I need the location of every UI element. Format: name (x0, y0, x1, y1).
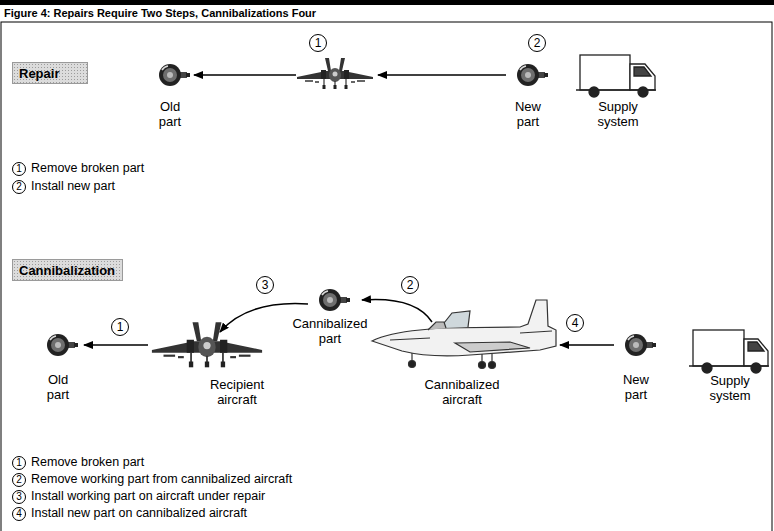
callout-number: 2 (12, 180, 26, 194)
arrow (560, 344, 614, 346)
part-caption: Cannibalized aircraft (420, 377, 504, 407)
drawing-part (159, 64, 190, 86)
callout-number: 1 (111, 318, 129, 336)
drawing-part (625, 334, 656, 356)
drawing-part (297, 58, 373, 89)
arrow (194, 74, 296, 76)
drawing-part (428, 322, 446, 330)
drawing-part (702, 363, 712, 373)
part-icon (47, 334, 78, 356)
drawing-part (693, 330, 744, 366)
frame (1, 22, 772, 531)
drawing-part (390, 338, 430, 340)
section-label: Cannibalization (12, 259, 123, 281)
aircraft-front (152, 322, 262, 367)
truck (689, 330, 769, 373)
section-label-text: Cannibalization (19, 263, 115, 278)
drawing-part (47, 334, 78, 356)
aircraft-front (297, 58, 373, 89)
drawing-part (630, 64, 655, 90)
part-icon (517, 64, 548, 86)
step-text: Remove working part from cannibalized ai… (31, 472, 292, 487)
part-caption: Supply system (588, 99, 648, 129)
aircraft-side (372, 300, 556, 369)
callout-number: 3 (256, 276, 274, 294)
arrow (378, 74, 506, 76)
callout-number: 1 (12, 456, 26, 470)
step-text: Remove broken part (31, 455, 144, 470)
part-caption: Old part (38, 372, 78, 402)
callout-number: 2 (401, 276, 419, 294)
callout-number: 1 (12, 162, 26, 176)
drawing-part (638, 87, 648, 97)
part-caption: Recipient aircraft (203, 377, 271, 407)
callout-number: 2 (528, 34, 546, 52)
callout-number: 2 (12, 473, 26, 487)
callout-number: 4 (12, 507, 26, 521)
drawing-part (517, 64, 548, 86)
drawing-part (479, 362, 486, 369)
drawing-part (634, 67, 651, 76)
arrow (84, 344, 148, 346)
drawing-part (580, 55, 630, 90)
part-icon (319, 289, 350, 311)
part-caption: New part (616, 372, 656, 402)
drawing-part (744, 339, 768, 366)
callout-number: 3 (12, 490, 26, 504)
drawing-part (748, 342, 764, 351)
arrow (362, 299, 432, 322)
section-label-text: Repair (19, 66, 59, 81)
step-text: Remove broken part (31, 161, 144, 176)
step-text: Install working part on aircraft under r… (31, 489, 265, 504)
callout-number: 4 (566, 314, 584, 332)
callout-number: 1 (309, 34, 327, 52)
drawing-part (455, 342, 530, 352)
figure-title: Figure 4: Repairs Require Two Steps, Can… (4, 7, 316, 19)
part-icon (159, 64, 190, 86)
part-caption: Cannibalized part (289, 316, 371, 346)
drawing-part (751, 363, 761, 373)
part-icon (625, 334, 656, 356)
drawing-part (152, 322, 262, 367)
step-text: Install new part on cannibalized aircraf… (31, 506, 247, 521)
truck (576, 55, 656, 97)
step-text: Install new part (31, 179, 115, 194)
title-bar (0, 0, 774, 5)
part-caption: Supply system (700, 373, 760, 403)
drawing-part (372, 300, 556, 356)
drawing-part (319, 289, 350, 311)
drawing-part (409, 361, 416, 368)
drawing-part (489, 362, 496, 369)
drawing-part (520, 331, 552, 333)
part-caption: New part (508, 99, 548, 129)
section-label: Repair (12, 62, 88, 84)
drawing-part (589, 87, 599, 97)
part-caption: Old part (150, 99, 190, 129)
